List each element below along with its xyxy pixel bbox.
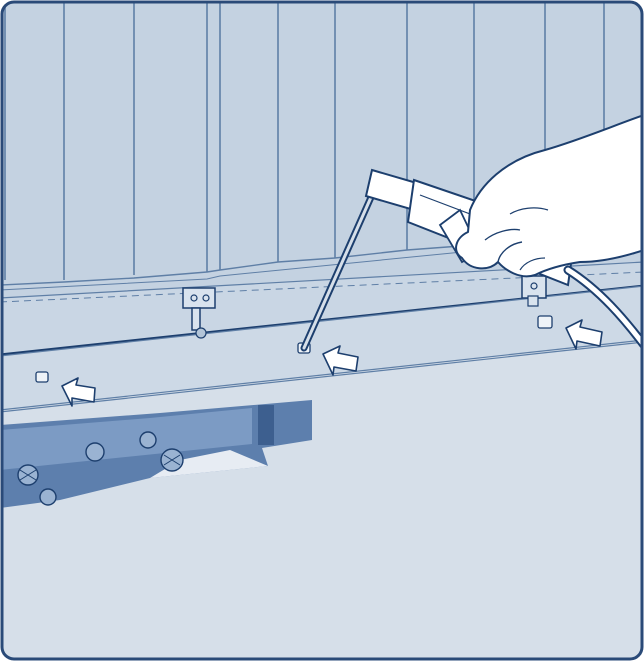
maintenance-illustration [0, 0, 644, 661]
illustration-frame [0, 0, 644, 661]
